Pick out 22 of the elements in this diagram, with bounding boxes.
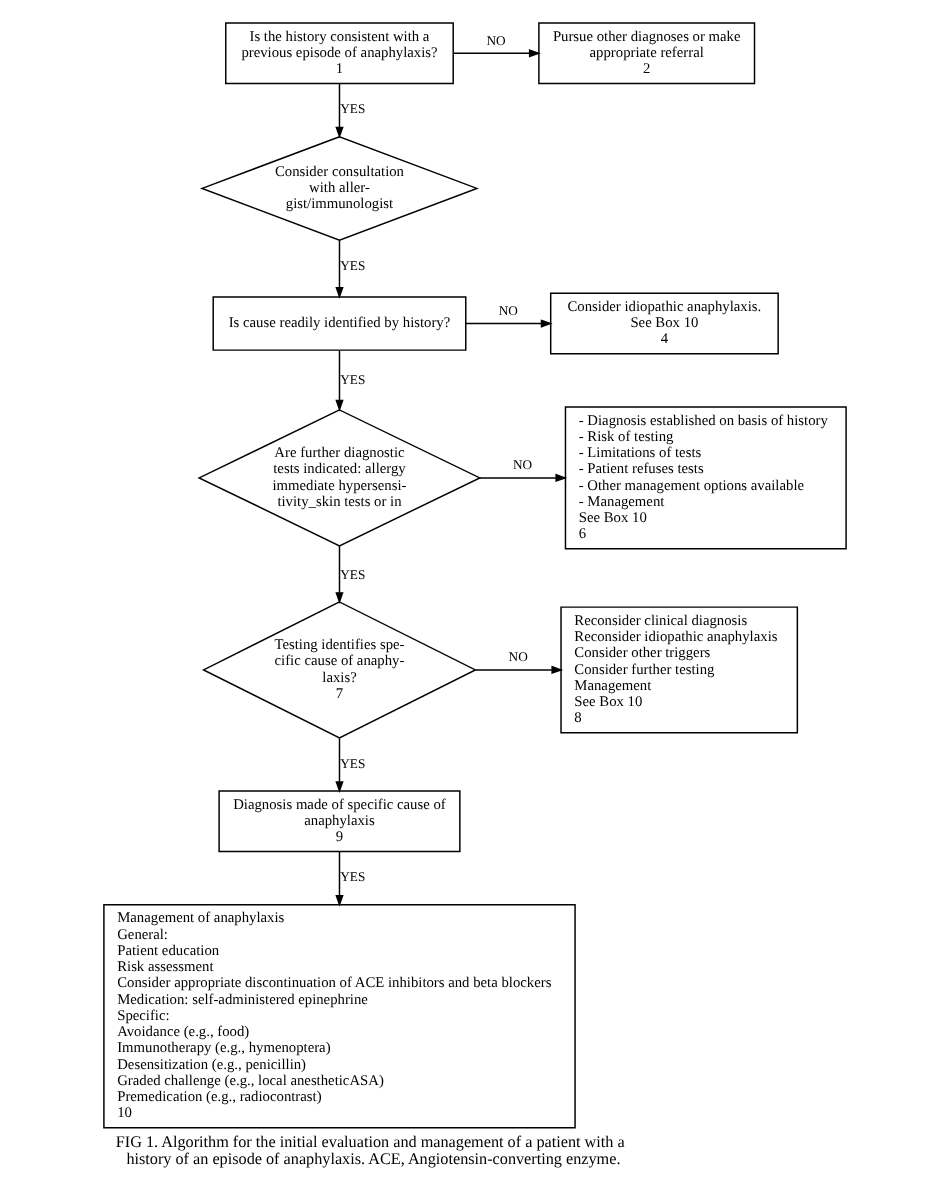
arrow	[464, 319, 552, 328]
arrow	[334, 851, 343, 907]
node-box: Pursue other diagnoses or make appropriate referral 2	[537, 22, 755, 85]
node-box: Is the history consistent with a previous episode of anaphylaxis? 1	[224, 22, 453, 85]
node-box: Management of anaphylaxis General: Patient education Risk assessment Consider appropriate discontinuation of ACE inhibitors and beta blockers Medication: self-administered epinephrine Specific: Avoidance (e.g., food) Immunotherapy (e.g., hymenoptera) Desensitization (e.g., penicillin) Graded challenge (e.g., local anestheticASA) Premedication (e.g., radiocontrast) 10	[102, 904, 575, 1129]
arrow	[334, 737, 343, 794]
arrow	[451, 49, 540, 58]
node-diamond: Consider consultation with aller- gist/immunologist	[199, 135, 478, 241]
arrow	[334, 349, 343, 412]
arrow	[473, 665, 563, 675]
arrow	[334, 239, 343, 299]
node-box: Diagnosis made of specific cause of anaphylaxis 9	[217, 790, 460, 853]
node-diamond: Testing identifies spe- cific cause of anaphy- laxis? 7	[200, 601, 477, 739]
node-box: Consider idiopathic anaphylaxis. See Box 10 4	[548, 292, 778, 355]
arrow	[478, 473, 567, 483]
caption: FIG 1. Algorithm for the initial evaluation and management of a patient with a history of an episode of anaphylaxis. ACE, Angiotensin-converting enzyme.	[114, 1132, 624, 1169]
node-box: - Diagnosis established on basis of history - Risk of testing - Limitations of tests - Patient refuses tests - Other management options available - Management See Box 10 6	[563, 406, 846, 550]
arrow	[334, 83, 343, 139]
node-box: Is cause readily identified by history?	[211, 296, 466, 351]
node-diamond: Are further diagnostic tests indicated: allergy immediate hypersensi- tivity_skin tests or in	[196, 409, 481, 547]
arrow	[334, 545, 343, 604]
node-box: Reconsider clinical diagnosis Reconsider idiopathic anaphylaxis Consider other triggers Consider further testing Management See Box 10 8	[559, 606, 798, 734]
